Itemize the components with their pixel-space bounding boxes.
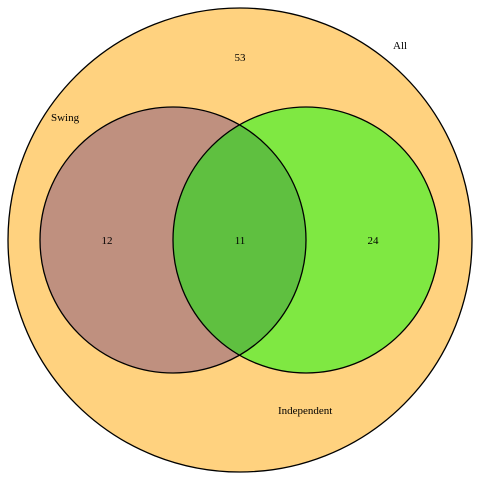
swing-independent-overlap xyxy=(173,107,306,373)
swing-and-independent-count: 11 xyxy=(235,235,246,247)
independent-only-count: 24 xyxy=(368,235,380,247)
all-only-count: 53 xyxy=(235,52,247,64)
swing-set-outline xyxy=(39,106,307,374)
independent-set-label: Independent xyxy=(278,405,332,417)
swing-only-count: 12 xyxy=(102,235,113,247)
swing-set-label: Swing xyxy=(51,112,80,124)
all-set-outline xyxy=(7,7,473,473)
all-set-label: All xyxy=(393,40,407,52)
independent-set-outline xyxy=(172,106,440,374)
